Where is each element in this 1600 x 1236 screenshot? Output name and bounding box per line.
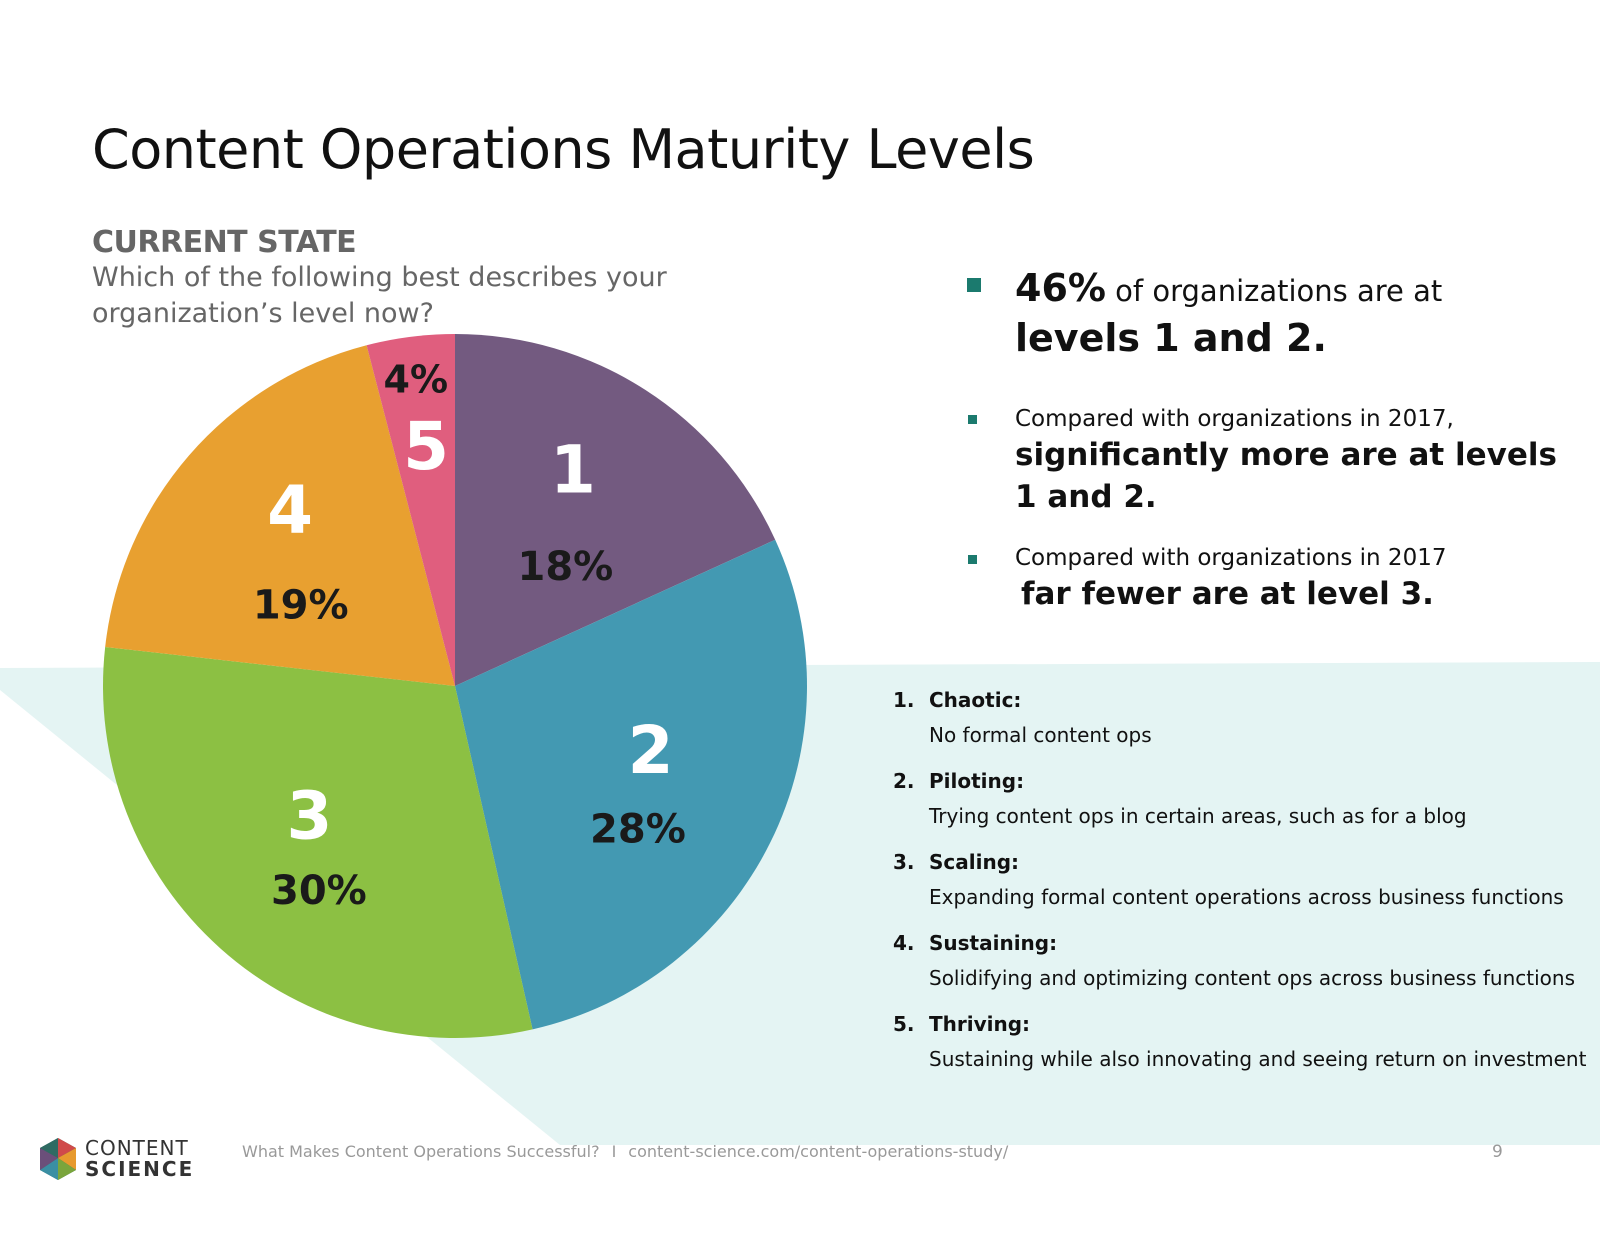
pie-category-label: 1: [550, 431, 596, 508]
callout-bullet: [967, 278, 981, 292]
footer-study-title: What Makes Content Operations Successful…: [242, 1142, 600, 1161]
callout-main-emphasis: levels 1 and 2.: [1015, 316, 1327, 360]
logo-line-1: CONTENT: [85, 1136, 189, 1160]
level-item: 2. Piloting: Trying content ops in certa…: [893, 769, 1593, 850]
level-description: Expanding formal content operations acro…: [929, 885, 1564, 909]
callout-bullet: [968, 555, 977, 564]
level-description: No formal content ops: [929, 723, 1152, 747]
callout-point-2-text: Compared with organizations in 2017,: [1015, 406, 1454, 432]
pie-value-label: 30%: [271, 868, 367, 914]
level-number: 3.: [893, 850, 915, 874]
level-name: Chaotic:: [929, 688, 1022, 712]
level-number: 2.: [893, 769, 915, 793]
callout-point-2: Compared with organizations in 2017, sig…: [1015, 404, 1575, 518]
callout-point-3-text: Compared with organizations in 2017: [1015, 545, 1447, 571]
pie-category-label: 3: [287, 778, 333, 855]
callout-main-pct: 46%: [1015, 266, 1106, 310]
pie-value-label: 4%: [384, 358, 449, 402]
pie-slice-level-4: [105, 345, 456, 686]
callout-main: 46% of organizations are at levels 1 and…: [1015, 266, 1575, 360]
callout-point-2-emphasis: significantly more are at levels 1 and 2…: [1015, 437, 1557, 515]
level-name: Scaling:: [929, 850, 1020, 874]
pie-value-label: 19%: [253, 582, 349, 628]
pie-value-label: 28%: [590, 807, 686, 853]
level-description: Solidifying and optimizing content ops a…: [929, 966, 1575, 990]
level-name: Piloting:: [929, 769, 1025, 793]
page-title: Content Operations Maturity Levels: [92, 118, 1035, 181]
pie-category-label: 4: [267, 472, 313, 549]
level-item: 1. Chaotic: No formal content ops: [893, 688, 1593, 769]
section-label: CURRENT STATE: [92, 225, 357, 260]
pie-slice-level-3: [103, 646, 533, 1038]
footer-separator: I: [611, 1142, 617, 1161]
level-number: 4.: [893, 931, 915, 955]
pie-labels: 1 18% 2 28% 3 30% 4 19% 5 4%: [253, 358, 686, 914]
page-number: 9: [1492, 1142, 1503, 1162]
content-science-logo: CONTENT SCIENCE: [85, 1138, 194, 1180]
content-science-logo-icon: [40, 1138, 76, 1180]
level-description: Trying content ops in certain areas, suc…: [929, 804, 1467, 828]
pie-slices: [103, 334, 807, 1038]
footer-citation: What Makes Content Operations Successful…: [242, 1142, 1008, 1161]
level-definitions: 1. Chaotic: No formal content ops 2. Pil…: [893, 688, 1593, 1093]
callout-main-text: of organizations are at: [1105, 274, 1443, 308]
level-item: 3. Scaling: Expanding formal content ope…: [893, 850, 1593, 931]
level-name: Sustaining:: [929, 931, 1058, 955]
pie-slice-level-2: [455, 539, 807, 1030]
callout-point-3-emphasis: far fewer are at level 3.: [1021, 576, 1434, 612]
callout-bullet: [968, 415, 977, 424]
callout-point-3: Compared with organizations in 2017 far …: [1015, 543, 1575, 615]
level-description: Sustaining while also innovating and see…: [929, 1047, 1587, 1071]
survey-question: Which of the following best describes yo…: [92, 262, 667, 329]
footer-url[interactable]: content-science.com/content-operations-s…: [628, 1142, 1009, 1161]
pie-category-label: 5: [403, 408, 449, 485]
pie-value-label: 18%: [518, 544, 614, 590]
logo-line-2: SCIENCE: [85, 1157, 195, 1181]
level-number: 1.: [893, 688, 915, 712]
pie-slice-level-1: [455, 334, 776, 686]
pie-slice-level-5: [366, 334, 455, 686]
level-item: 4. Sustaining: Solidifying and optimizin…: [893, 931, 1593, 1012]
level-name: Thriving:: [929, 1012, 1031, 1036]
pie-category-label: 2: [628, 712, 674, 789]
level-item: 5. Thriving: Sustaining while also innov…: [893, 1012, 1593, 1093]
level-number: 5.: [893, 1012, 915, 1036]
